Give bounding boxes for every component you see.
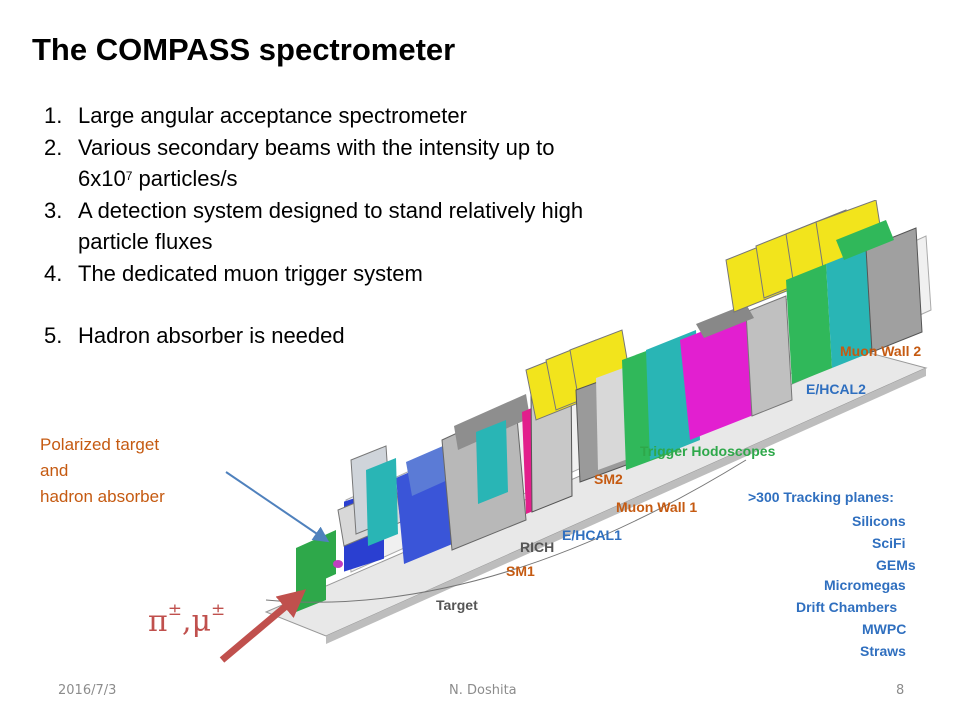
label-sm1: SM1 xyxy=(506,563,535,579)
label-muon-wall-2: Muon Wall 2 xyxy=(840,343,921,359)
label-muon-wall-1: Muon Wall 1 xyxy=(616,499,697,515)
label-tracking-item: GEMs xyxy=(876,557,916,573)
list-number: 2. xyxy=(44,134,63,160)
list-number: 5. xyxy=(44,323,63,348)
callout-line: and xyxy=(40,461,69,480)
list-text: Large angular acceptance spectrometer xyxy=(78,103,467,128)
pointer-arrow xyxy=(225,471,330,543)
list-text-part: Various secondary beams with the intensi… xyxy=(78,134,555,192)
beam-arrow xyxy=(219,589,307,663)
label-tracking-item: Straws xyxy=(860,643,906,659)
label-tracking-item: Drift Chambers xyxy=(796,599,897,615)
footer-author: N. Doshita xyxy=(449,683,517,698)
callout-label: Polarized target and hadron absorber xyxy=(40,432,165,510)
charge-sup: ± xyxy=(167,600,182,620)
feature-list: 1. Large angular acceptance spectrometer… xyxy=(44,100,604,352)
label-tracking-title: >300 Tracking planes: xyxy=(748,489,894,505)
beam-particle-label: π±,μ± xyxy=(148,600,225,639)
footer-page-number: 8 xyxy=(896,683,905,698)
list-number: 4. xyxy=(44,260,63,286)
label-ehcal2: E/HCAL2 xyxy=(806,381,866,397)
label-sm2: SM2 xyxy=(594,471,623,487)
label-rich: RICH xyxy=(520,539,554,555)
label-tracking-item: MWPC xyxy=(862,621,906,637)
list-text-part: particles/s xyxy=(132,166,238,191)
list-text: Various secondary beams with the intensi… xyxy=(78,132,604,195)
list-text: A detection system designed to stand rel… xyxy=(78,197,584,255)
muon-symbol: ,μ xyxy=(181,604,212,639)
callout-line: hadron absorber xyxy=(40,487,165,506)
label-tracking-item: Silicons xyxy=(852,513,906,529)
list-item: 3. A detection system designed to stand … xyxy=(44,195,604,258)
label-trigger-hodoscopes: Trigger Hodoscopes xyxy=(640,443,776,459)
list-number: 3. xyxy=(44,197,63,223)
charge-sup: ± xyxy=(211,600,226,620)
callout-line: Polarized target xyxy=(40,435,160,454)
list-number: 1. xyxy=(44,103,63,128)
label-tracking-item: SciFi xyxy=(872,535,905,551)
list-item: 1. Large angular acceptance spectrometer xyxy=(44,100,604,132)
label-target: Target xyxy=(436,597,478,613)
label-tracking-item: Micromegas xyxy=(824,577,906,593)
list-item: 5. Hadron absorber is needed xyxy=(44,320,604,352)
footer-date: 2016/7/3 xyxy=(58,683,117,698)
pion-symbol: π xyxy=(148,604,168,639)
list-text: The dedicated muon trigger system xyxy=(78,260,423,286)
list-item: 4. The dedicated muon trigger system xyxy=(44,258,604,290)
slide-title: The COMPASS spectrometer xyxy=(32,32,456,67)
label-ehcal1: E/HCAL1 xyxy=(562,527,622,543)
list-item: 2. Various secondary beams with the inte… xyxy=(44,132,604,195)
superscript-exponent: 7 xyxy=(125,169,133,183)
spectrometer-illustration: Muon Wall 2 E/HCAL2 Trigger Hodoscopes S… xyxy=(264,200,932,659)
list-text: Hadron absorber is needed xyxy=(78,323,345,348)
